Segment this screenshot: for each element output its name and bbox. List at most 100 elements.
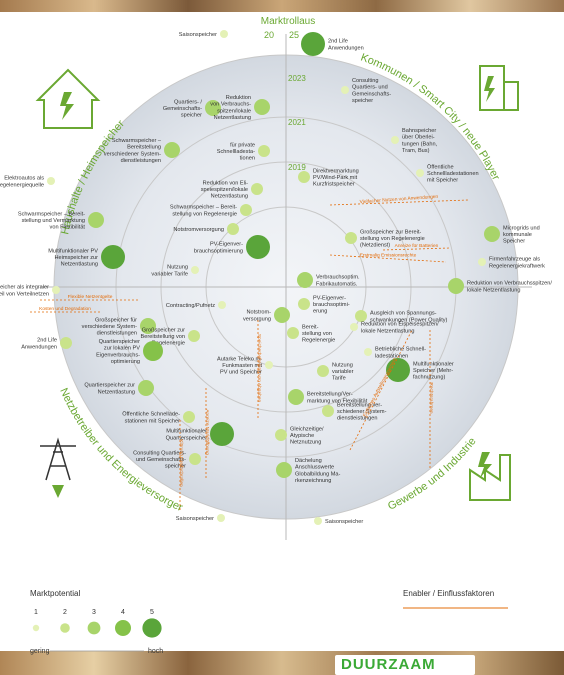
enabler-line [382,247,451,251]
legend-dot [60,623,70,633]
enabler-line [349,329,413,451]
application-node: Consulting Quartiers-und Gemeinschafts-s… [133,450,201,470]
potential-dot [138,380,154,396]
year-label: 2021 [288,118,306,127]
power-pylon-icon [40,437,76,498]
potential-dot [301,32,325,56]
node-label: Speicher als integralerBestandteil von V… [0,285,49,298]
house-icon [35,68,101,129]
potential-dot [210,422,234,446]
potential-dot [317,365,329,377]
application-node: Betriebliche Schnell-ladestationen [364,347,426,360]
brand-name: DUURZAAM [341,656,436,673]
enabler-label: Anreize für Batterien [395,243,439,249]
potential-dot [341,86,349,94]
node-label: Öffentliche Schnellade-stationen mit Spe… [122,411,180,425]
potential-dot [416,169,424,177]
brand-logo[interactable]: DUURZAAM [335,655,475,675]
node-label: Saisonspeicher [325,519,363,525]
potential-dot [287,327,299,339]
potential-dot [140,318,156,334]
node-label: Notstromversorgung [173,227,224,233]
potential-dot [288,389,304,405]
potential-dot [391,136,399,144]
application-node: Schwarmspeicher – Bereit-stellung von Re… [170,204,252,217]
potential-dot [183,411,195,423]
potential-dot [240,204,252,216]
potential-dot [246,235,270,259]
node-label: Bereitstellung ver-schiedener System-die… [337,402,387,421]
potential-dot [484,226,500,242]
year-labels: 20 25 2023 2021 2019 [264,30,306,172]
legend-scale-value: 4 [121,609,125,616]
enabler-label: Anreize Marktöffnung [204,409,210,455]
legend-scale-value: 2 [63,609,67,616]
node-label: Saisonspeicher [179,32,217,38]
node-label: Verbrauchsoptim.Fabrikautomatis. [316,275,360,288]
enabler-label: Flexible Netzentgelte [68,294,113,300]
potential-dot [220,30,228,38]
node-label: Reduktion von Verbrauchsspitzen/lokale N… [467,281,552,294]
node-label: Betriebliche Schnell-ladestationen [375,347,426,360]
application-node: Speicher als integralerBestandteil von V… [0,285,60,298]
enabler-line [329,254,447,263]
potential-dot [227,223,239,235]
node-label: Saisonspeicher [176,516,214,522]
rings [40,34,532,540]
enabler-label: Klärung Dreifachrollen [178,439,184,487]
legend-title: Marktpotential [30,589,80,598]
factory-icon [469,452,511,501]
legend-low-label: gering [30,648,50,655]
node-label: Quartiers- /Gemeinschafts-speicher [163,99,203,118]
legend-scale-value: 1 [34,609,38,616]
node-label: PV-Eigenver-brauchsoptimierung [194,242,243,255]
legend-scale-value: 5 [150,609,154,616]
application-node: Quartiers- /Gemeinschafts-speicher [163,99,221,119]
potential-dot [258,145,270,157]
enabler-legend-title: Enabler / Einflussfaktoren [403,589,494,598]
node-label: Großspeicher zur Bereit-stellung von Reg… [360,229,425,248]
year-label: 2019 [288,163,306,172]
legend-dot [87,621,101,635]
application-node: Notstromversorgung [173,223,239,235]
node-label: Consulting Quartiers-und Gemeinschafts-s… [133,450,186,469]
application-node: Contracting/Pufnetz [166,301,226,309]
potential-dot [60,337,72,349]
application-node: PV-Eigenver-brauchsoptimierung [194,235,270,259]
smart-city-building-icon [479,65,519,111]
enabler-label: Speicherbefreiung von Abgaben [256,334,262,403]
legend-dot [142,618,162,638]
application-node: Bereitstellung ver-schiedener System-die… [322,402,387,422]
enabler-label: Vielfacher Nutzen von Anwendungen [360,194,439,205]
